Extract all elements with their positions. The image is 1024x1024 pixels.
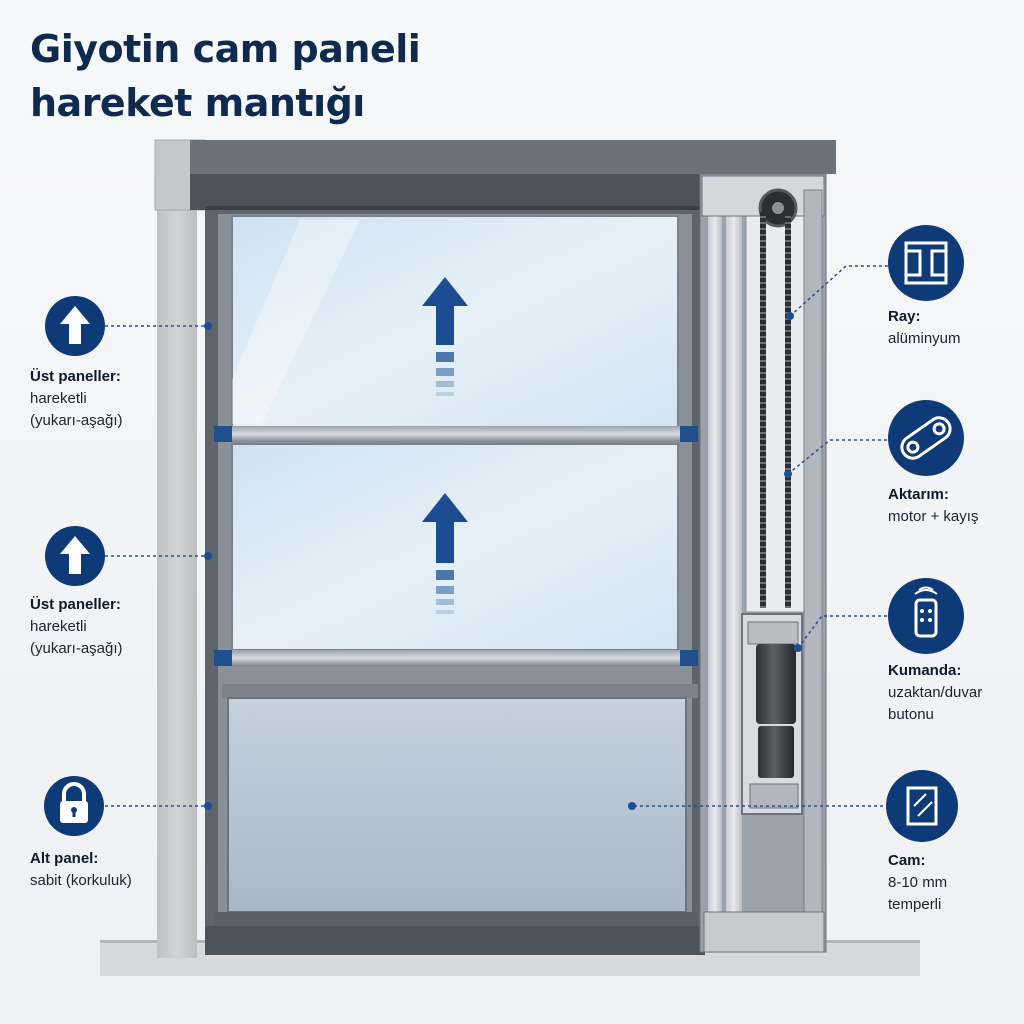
motor-base	[749, 783, 799, 809]
panel-bar-1-cap-left	[214, 426, 232, 442]
rail-right-wall	[803, 189, 823, 931]
callout-text: (yukarı-aşağı)	[30, 640, 123, 657]
title-line-2: hareket mantığı	[30, 81, 365, 125]
motor-mount	[747, 621, 799, 645]
header-cassette	[190, 140, 836, 174]
callout-upper-panel-2: Üst paneller: hareketli (yukarı-aşağı)	[30, 594, 123, 660]
glass-reflection-1	[232, 220, 360, 424]
right-callout-lines	[634, 265, 888, 807]
panel-bar-1	[214, 426, 698, 442]
gearbox	[758, 726, 794, 778]
rail-bottom-block	[703, 911, 825, 953]
panel-bar-2-cap-left	[214, 650, 232, 666]
belt-left	[760, 212, 766, 608]
callout-fixed-panel: Alt panel: sabit (korkuluk)	[30, 848, 132, 892]
callout-text: uzaktan/duvar	[888, 684, 983, 701]
bottom-sill	[214, 912, 698, 926]
callout-text: sabit (korkuluk)	[30, 872, 132, 889]
callout-text: alüminyum	[888, 330, 961, 347]
callout-text: 8-10 mm	[888, 874, 948, 891]
left-callout-dots	[204, 322, 212, 810]
callout-text: hareketli	[30, 390, 87, 407]
callout-title: Aktarım:	[888, 486, 949, 503]
rail-drive-cavity	[745, 195, 805, 613]
rail-channel-2	[726, 210, 742, 930]
callout-text: (yukarı-aşağı)	[30, 412, 123, 429]
callout-control: Kumanda: uzaktan/duvar butonu	[888, 660, 1024, 726]
callout-glass: Cam: 8-10 mm temperli	[888, 850, 1024, 916]
arrow-up-icon	[45, 296, 105, 356]
arrow-up-icon	[45, 526, 105, 586]
glass-pane-icon	[886, 770, 958, 842]
callout-title: Üst paneller:	[30, 596, 121, 613]
callout-text: butonu	[888, 706, 934, 723]
rail-profile-icon	[888, 225, 964, 301]
callout-title: Ray:	[888, 308, 921, 325]
up-arrow-panel-1	[422, 277, 468, 396]
callout-title: Kumanda:	[888, 662, 962, 679]
up-arrow-panel-2	[422, 493, 468, 614]
callout-upper-panel-1: Üst paneller: hareketli (yukarı-aşağı)	[30, 366, 123, 432]
callout-text: hareketli	[30, 618, 87, 635]
callout-text: motor + kayış	[888, 508, 979, 525]
callout-title: Cam:	[888, 852, 926, 869]
moving-glass-panel-1	[231, 215, 679, 429]
page-title: Giyotin cam paneli hareket mantığı	[30, 22, 421, 130]
header-cassette-front	[190, 174, 705, 210]
left-callout-lines	[105, 325, 206, 807]
callout-title: Alt panel:	[30, 850, 99, 867]
remote-control-icon	[888, 578, 964, 654]
callout-text: temperli	[888, 896, 942, 913]
rail-channel-1	[708, 210, 722, 930]
callout-drive: Aktarım: motor + kayış	[888, 484, 1024, 528]
callout-title: Üst paneller:	[30, 368, 121, 385]
top-pulley-hub	[772, 202, 784, 214]
right-callout-dots	[628, 312, 802, 810]
fixed-glass-panel	[227, 697, 687, 913]
bottom-sill-base	[205, 926, 705, 955]
title-line-1: Giyotin cam paneli	[30, 27, 421, 71]
belt-right	[785, 212, 791, 608]
callout-rail: Ray: alüminyum	[888, 306, 1024, 350]
panel-bar-2-cap-right	[680, 650, 698, 666]
fixed-panel-rail	[222, 684, 698, 698]
concrete-wall	[157, 140, 197, 958]
motor-body	[756, 644, 796, 724]
padlock-icon	[44, 776, 104, 836]
belt-pulley-icon	[888, 400, 964, 476]
panel-bar-2	[214, 650, 698, 666]
moving-glass-panel-2	[231, 443, 679, 651]
panel-bar-1-cap-right	[680, 426, 698, 442]
